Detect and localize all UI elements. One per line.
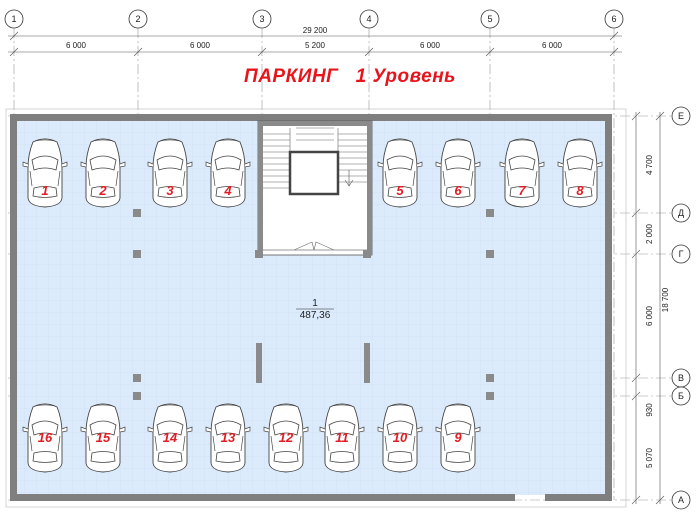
- dimension-span-1-2: 6 000: [66, 41, 87, 50]
- building-outline: [5, 108, 627, 508]
- spot-number-2: 2: [98, 183, 107, 198]
- room-number: 1: [312, 298, 318, 309]
- room-label: 1 487,36: [296, 298, 334, 321]
- spot-number-15: 15: [96, 430, 111, 445]
- axis-label-b: Б: [678, 391, 684, 401]
- spot-number-10: 10: [393, 430, 408, 445]
- vertical-axis-markers: [4, 9, 624, 29]
- axis-label-2: 2: [135, 14, 140, 24]
- spot-number-8: 8: [576, 183, 584, 198]
- dimension-span-3-4: 5 200: [305, 41, 326, 50]
- dimension-span-2-3: 6 000: [190, 41, 211, 50]
- room-area: 487,36: [300, 310, 331, 321]
- spot-number-1: 1: [41, 183, 48, 198]
- spot-number-7: 7: [518, 183, 526, 198]
- spot-number-11: 11: [335, 430, 349, 445]
- spot-number-9: 9: [454, 430, 462, 445]
- top-dimensions: [8, 31, 622, 57]
- spot-number-4: 4: [223, 183, 232, 198]
- axis-label-a: А: [678, 495, 684, 505]
- axis-label-g: Г: [679, 249, 684, 259]
- parking-spot-numbers: 1 2 3 4 5 6 7 8 16 15 14 13 12 11 10 9: [38, 183, 585, 445]
- dimension-span-4-5: 6 000: [420, 41, 441, 50]
- spot-number-6: 6: [454, 183, 462, 198]
- columns: [133, 209, 494, 400]
- spot-number-14: 14: [163, 430, 178, 445]
- axis-label-6: 6: [611, 14, 616, 24]
- dimension-span-b-a: 5 070: [645, 447, 654, 468]
- outer-walls: [10, 114, 612, 501]
- dimension-span-g-v: 6 000: [645, 305, 654, 326]
- axis-label-1: 1: [11, 14, 16, 24]
- dimension-span-e-d: 4 700: [645, 154, 654, 175]
- axis-label-e: Е: [678, 111, 684, 121]
- dimension-span-d-g: 2 000: [645, 223, 654, 244]
- spot-number-16: 16: [38, 430, 53, 445]
- axis-label-v: В: [678, 373, 684, 383]
- right-dimensions: [631, 111, 665, 505]
- horizontal-axis-markers: [671, 106, 691, 510]
- dimension-span-5-6: 6 000: [542, 41, 563, 50]
- spot-number-13: 13: [221, 430, 236, 445]
- stair-core: [257, 120, 373, 256]
- plan-title: ПАРКИНГ 1 Уровень: [244, 66, 456, 87]
- dimension-total-width: 29 200: [303, 26, 328, 35]
- axis-label-5: 5: [487, 14, 492, 24]
- spot-number-5: 5: [396, 183, 404, 198]
- dimension-span-v-b: 930: [645, 403, 654, 417]
- axis-label-d: Д: [678, 208, 684, 218]
- spot-number-3: 3: [166, 183, 174, 198]
- spot-number-12: 12: [279, 430, 294, 445]
- dimension-total-height: 18 700: [661, 287, 670, 312]
- axis-label-4: 4: [366, 14, 371, 24]
- axis-label-3: 3: [259, 14, 264, 24]
